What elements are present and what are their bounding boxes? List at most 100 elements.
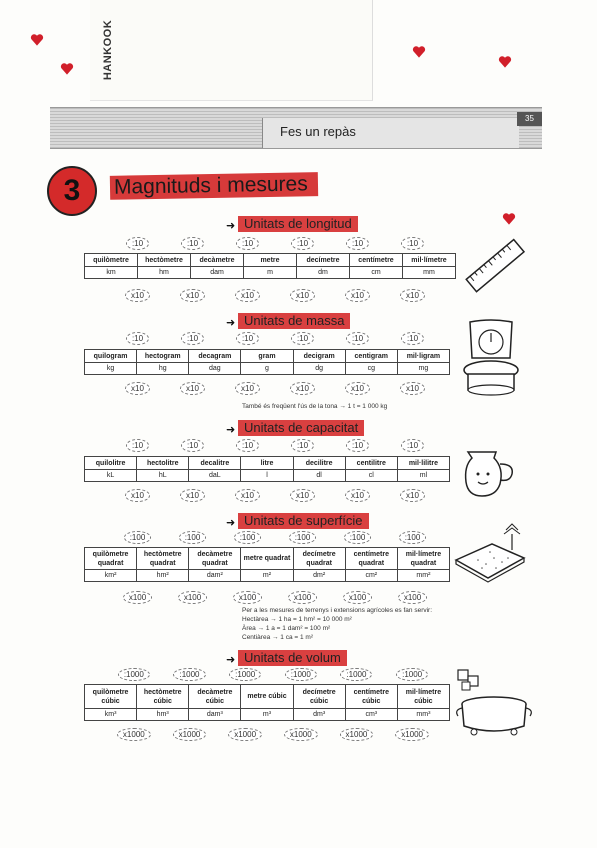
multiply-ops-row: x1000 x1000 x1000 x1000 x1000 x1000 bbox=[106, 727, 440, 741]
unit-name: quilòmetre cúbic bbox=[83, 684, 138, 709]
divide-op: :10 bbox=[345, 331, 370, 345]
unit-symbol: l bbox=[240, 469, 294, 482]
logo-text: HANKOOK bbox=[102, 19, 114, 81]
multiply-op: x10 bbox=[235, 488, 260, 502]
unit-name: decilitre bbox=[292, 456, 346, 470]
unit-name: hectòmetre quadrat bbox=[136, 547, 190, 570]
unit-symbol: dam bbox=[190, 266, 244, 279]
heart-icon bbox=[60, 62, 74, 76]
unit-symbol: hL bbox=[136, 469, 190, 482]
section-title-superficie: Unitats de superfície bbox=[238, 513, 369, 529]
arrow-icon: ➜ bbox=[226, 424, 236, 436]
unit-symbol: kL bbox=[83, 469, 138, 482]
divide-op: :10 bbox=[345, 236, 370, 250]
unit-name: decímetre bbox=[296, 253, 350, 267]
arrow-icon: ➜ bbox=[226, 654, 236, 666]
jug-icon bbox=[460, 446, 518, 500]
unit-name: metre quadrat bbox=[240, 547, 294, 570]
units-table-longitud: quilòmetre hectòmetre decàmetre metre de… bbox=[84, 253, 456, 279]
unit-symbol: mg bbox=[396, 362, 451, 375]
unit-symbol: m bbox=[243, 266, 297, 279]
multiply-ops-row: x10 x10 x10 x10 x10 x10 bbox=[110, 488, 440, 502]
unit-name: centímetre cúbic bbox=[344, 684, 398, 709]
land-plot-icon bbox=[452, 520, 528, 586]
unit-name: centímetre bbox=[349, 253, 403, 267]
multiply-op: x10 bbox=[125, 288, 150, 302]
divide-ops-row: :10 :10 :10 :10 :10 :10 bbox=[110, 236, 440, 250]
multiply-op: x10 bbox=[125, 381, 150, 395]
unit-symbol: km bbox=[84, 266, 138, 279]
multiply-op: x10 bbox=[290, 488, 315, 502]
divide-op: :1000 bbox=[396, 667, 429, 681]
heart-icon bbox=[502, 212, 516, 226]
multiply-op: x100 bbox=[287, 590, 318, 604]
unit-name: hectogram bbox=[136, 349, 190, 363]
folded-paper-tab bbox=[90, 0, 373, 101]
unit-name: metre bbox=[243, 253, 297, 267]
unit-symbol: cm bbox=[349, 266, 403, 279]
unit-name: quilogram bbox=[83, 349, 138, 363]
unit-name: decímetre quadrat bbox=[292, 547, 346, 570]
divide-op: :10 bbox=[400, 331, 425, 345]
unit-symbol: dm³ bbox=[292, 708, 346, 721]
scale-icon bbox=[460, 318, 522, 398]
multiply-ops-row: x10 x10 x10 x10 x10 x10 bbox=[110, 381, 440, 395]
unit-name: mil·límetre quadrat bbox=[396, 547, 451, 570]
unit-name: centímetre quadrat bbox=[344, 547, 398, 570]
divide-op: :10 bbox=[180, 236, 205, 250]
unit-name: decímetre cúbic bbox=[292, 684, 346, 709]
unit-symbol: dag bbox=[188, 362, 242, 375]
unit-name: decalitre bbox=[188, 456, 242, 470]
unit-name: decigram bbox=[292, 349, 346, 363]
divide-op: :10 bbox=[290, 236, 315, 250]
divide-op: :10 bbox=[125, 331, 150, 345]
divide-op: :100 bbox=[123, 530, 152, 544]
units-table-volum: quilòmetre cúbic hectòmetre cúbic decàme… bbox=[83, 684, 451, 721]
unit-symbol: m³ bbox=[240, 708, 294, 721]
divide-ops-row: :1000 :1000 :1000 :1000 :1000 :1000 bbox=[106, 667, 440, 681]
arrow-icon: ➜ bbox=[226, 317, 236, 329]
multiply-op: x10 bbox=[345, 381, 370, 395]
header-title: Fes un repàs bbox=[280, 124, 356, 139]
unit-symbol: hg bbox=[136, 362, 190, 375]
unit-name: centigram bbox=[344, 349, 398, 363]
unit-number: 3 bbox=[47, 166, 97, 216]
multiply-op: x10 bbox=[290, 288, 315, 302]
multiply-op: x100 bbox=[177, 590, 208, 604]
unit-symbol: dg bbox=[292, 362, 346, 375]
divide-op: :10 bbox=[400, 236, 425, 250]
unit-symbol: cm³ bbox=[344, 708, 398, 721]
unit-name: mil·límetre bbox=[402, 253, 456, 267]
multiply-op: x1000 bbox=[116, 727, 151, 741]
unit-symbol: hm bbox=[137, 266, 191, 279]
unit-symbol: cg bbox=[344, 362, 398, 375]
unit-symbol: daL bbox=[188, 469, 242, 482]
multiply-op: x10 bbox=[290, 381, 315, 395]
divide-op: :10 bbox=[290, 438, 315, 452]
heart-icon bbox=[498, 55, 512, 69]
page-number: 35 bbox=[517, 112, 542, 126]
heart-icon bbox=[412, 45, 426, 59]
unit-symbol: hm³ bbox=[136, 708, 190, 721]
divide-op: :10 bbox=[125, 438, 150, 452]
unit-name: metre cúbic bbox=[240, 684, 294, 709]
multiply-op: x100 bbox=[342, 590, 373, 604]
unit-symbol: dam² bbox=[188, 569, 242, 582]
unit-name: decagram bbox=[188, 349, 242, 363]
divide-op: :1000 bbox=[340, 667, 373, 681]
multiply-op: x10 bbox=[180, 488, 205, 502]
unit-symbol: dam³ bbox=[188, 708, 242, 721]
divide-op: :10 bbox=[180, 438, 205, 452]
arrow-icon: ➜ bbox=[226, 517, 236, 529]
unit-symbol: km³ bbox=[83, 708, 138, 721]
multiply-op: x10 bbox=[180, 288, 205, 302]
note-area: Àrea → 1 a = 1 dam² = 100 m² bbox=[242, 625, 331, 632]
section-title-volum: Unitats de volum bbox=[238, 650, 347, 666]
multiply-op: x10 bbox=[400, 381, 425, 395]
unit-symbol: kg bbox=[83, 362, 138, 375]
unit-name: decàmetre cúbic bbox=[188, 684, 242, 709]
multiply-op: x100 bbox=[232, 590, 263, 604]
arrow-icon: ➜ bbox=[226, 220, 236, 232]
multiply-op: x10 bbox=[235, 381, 260, 395]
multiply-ops-row: x10 x10 x10 x10 x10 x10 bbox=[110, 288, 440, 302]
